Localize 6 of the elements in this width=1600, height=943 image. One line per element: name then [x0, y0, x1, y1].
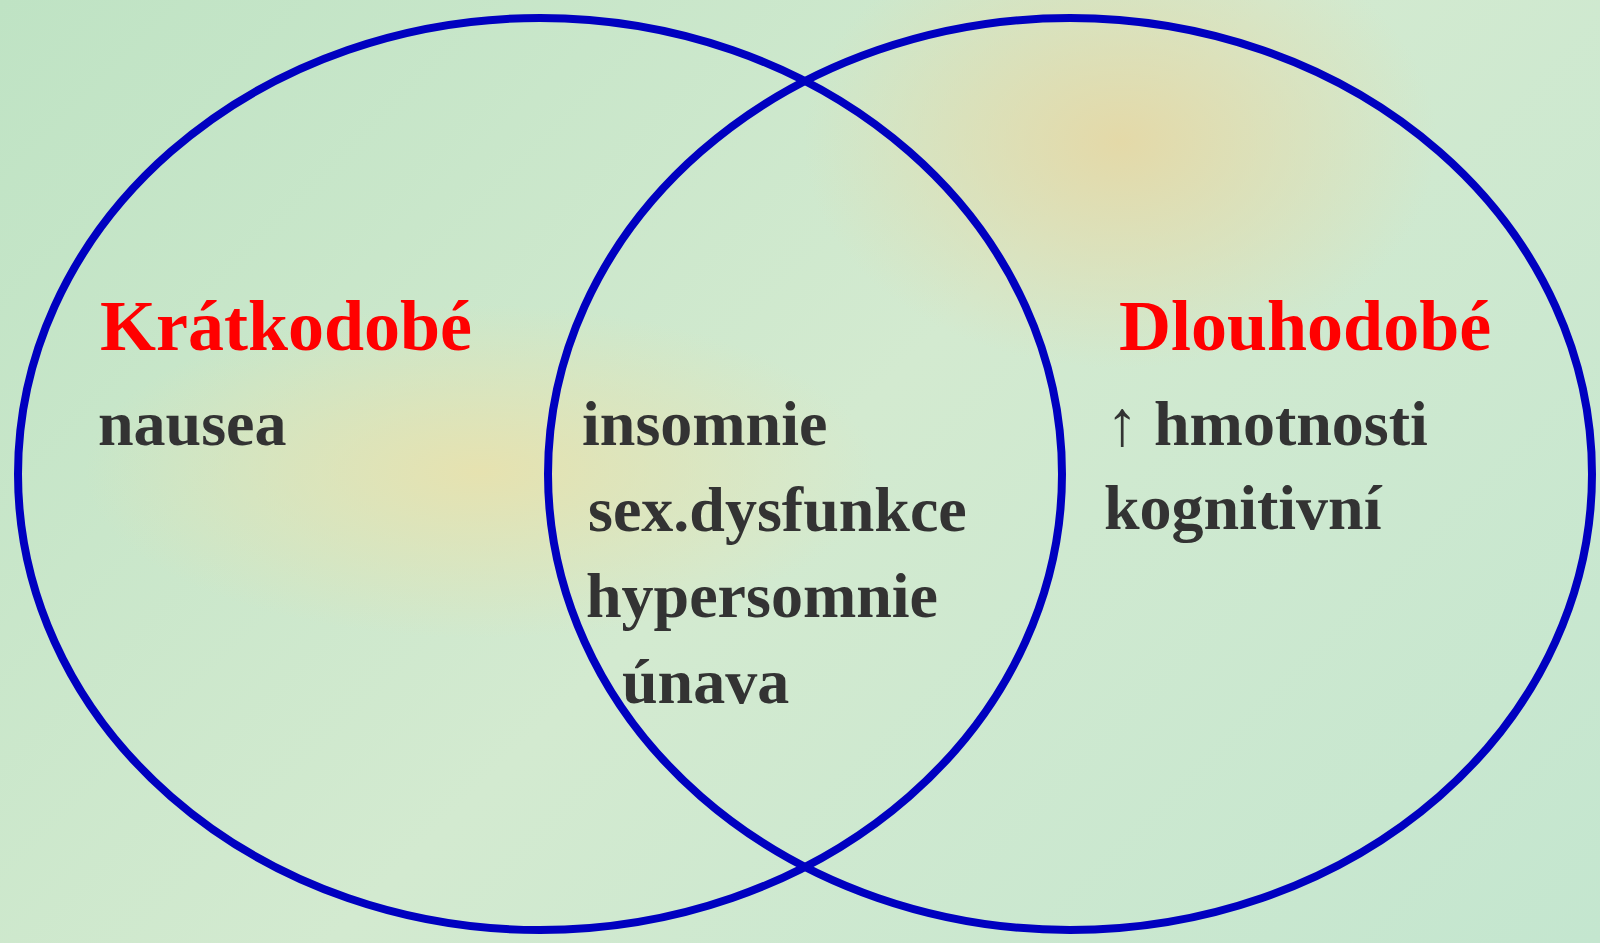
- side-effect-label: únava: [622, 650, 790, 714]
- side-effect-label: insomnie: [582, 392, 828, 456]
- category-heading: Dlouhodobé: [1119, 290, 1492, 362]
- category-heading: Krátkodobé: [100, 290, 473, 362]
- side-effect-label: nausea: [98, 392, 287, 456]
- side-effect-label: ↑ hmotnosti: [1106, 392, 1428, 456]
